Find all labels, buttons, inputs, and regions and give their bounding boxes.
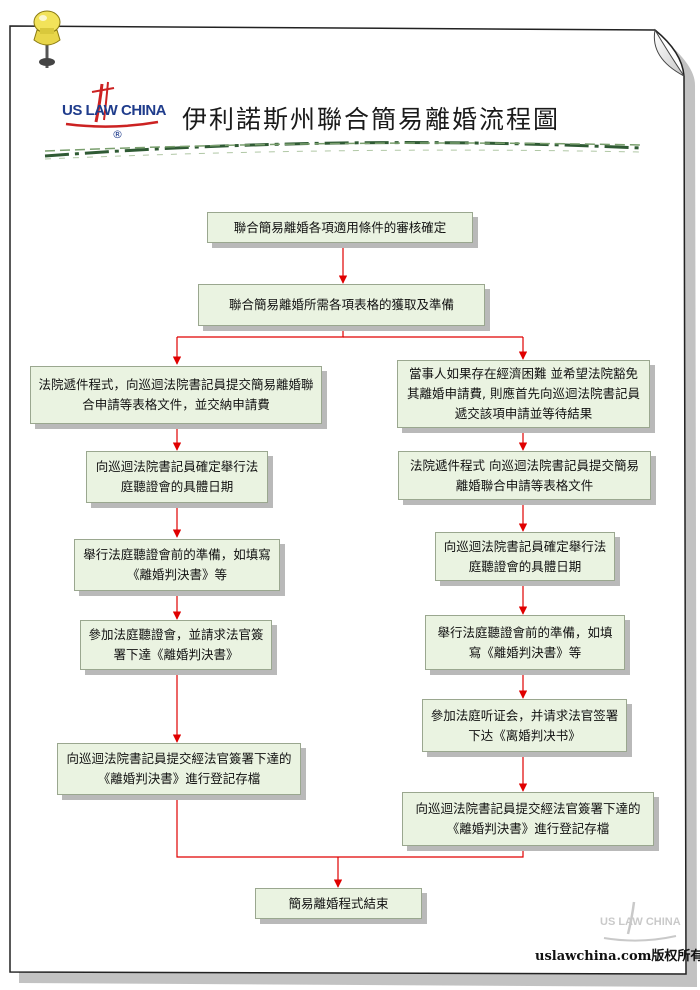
right-step-filing: 法院遞件程式 向巡迴法院書記員提交簡易離婚聯合申請等表格文件	[398, 451, 651, 500]
watermark-mark	[603, 901, 677, 942]
left-step-filing: 法院遞件程式，向巡迴法院書記員提交簡易離婚聯合申請等表格文件，並交納申請費	[30, 366, 322, 424]
logo-mark	[65, 81, 159, 128]
logo-text: US LAW CHINA	[62, 102, 167, 119]
watermark-text: US LAW CHINA	[600, 916, 681, 928]
split-connector	[177, 326, 344, 338]
right-step-hearing-prep: 舉行法庭聽證會前的準備，如填寫《離婚判決書》等	[425, 615, 625, 670]
left-step-hearing-date: 向巡迴法院書記員確定舉行法庭聽證會的具體日期	[86, 451, 268, 503]
step-forms-preparation: 聯合簡易離婚所需各項表格的獲取及準備	[198, 284, 485, 326]
left-step-hearing-prep: 舉行法庭聽證會前的準備，如填寫《離婚判決書》等	[74, 539, 280, 591]
step-procedure-end: 簡易離婚程式結束	[255, 888, 422, 919]
right-step-fee-waiver: 當事人如果存在經濟困難 並希望法院豁免其離婚申請費, 則應首先向巡迴法院書記員遞…	[397, 360, 650, 428]
copyright-footer: uslawchina.com版权所有	[535, 949, 700, 964]
left-step-register-decree: 向巡迴法院書記員提交經法官簽署下達的《離婚判決書》進行登記存檔	[57, 743, 301, 795]
pushpin-icon	[33, 10, 61, 68]
right-step-hearing-date: 向巡迴法院書記員確定舉行法庭聽證會的具體日期	[435, 532, 615, 581]
registered-mark: ®	[112, 128, 123, 141]
merge-connector	[176, 795, 524, 858]
left-step-attend-hearing: 參加法庭聽證會，並請求法官簽署下達《離婚判決書》	[80, 620, 272, 670]
page-title: 伊利諾斯州聯合簡易離婚流程圖	[182, 105, 561, 134]
decorative-rule	[44, 141, 641, 160]
uslawchina-logo: US LAW CHINA ®	[62, 78, 167, 146]
right-step-register-decree: 向巡迴法院書記員提交經法官簽署下達的《離婚判決書》進行登記存檔	[402, 792, 654, 846]
step-eligibility-review: 聯合簡易離婚各項適用條件的審核確定	[207, 212, 473, 243]
right-step-attend-hearing: 參加法庭听证会，并请求法官签署下达《离婚判决书》	[422, 699, 627, 752]
watermark-logo: US LAW CHINA	[600, 900, 681, 950]
